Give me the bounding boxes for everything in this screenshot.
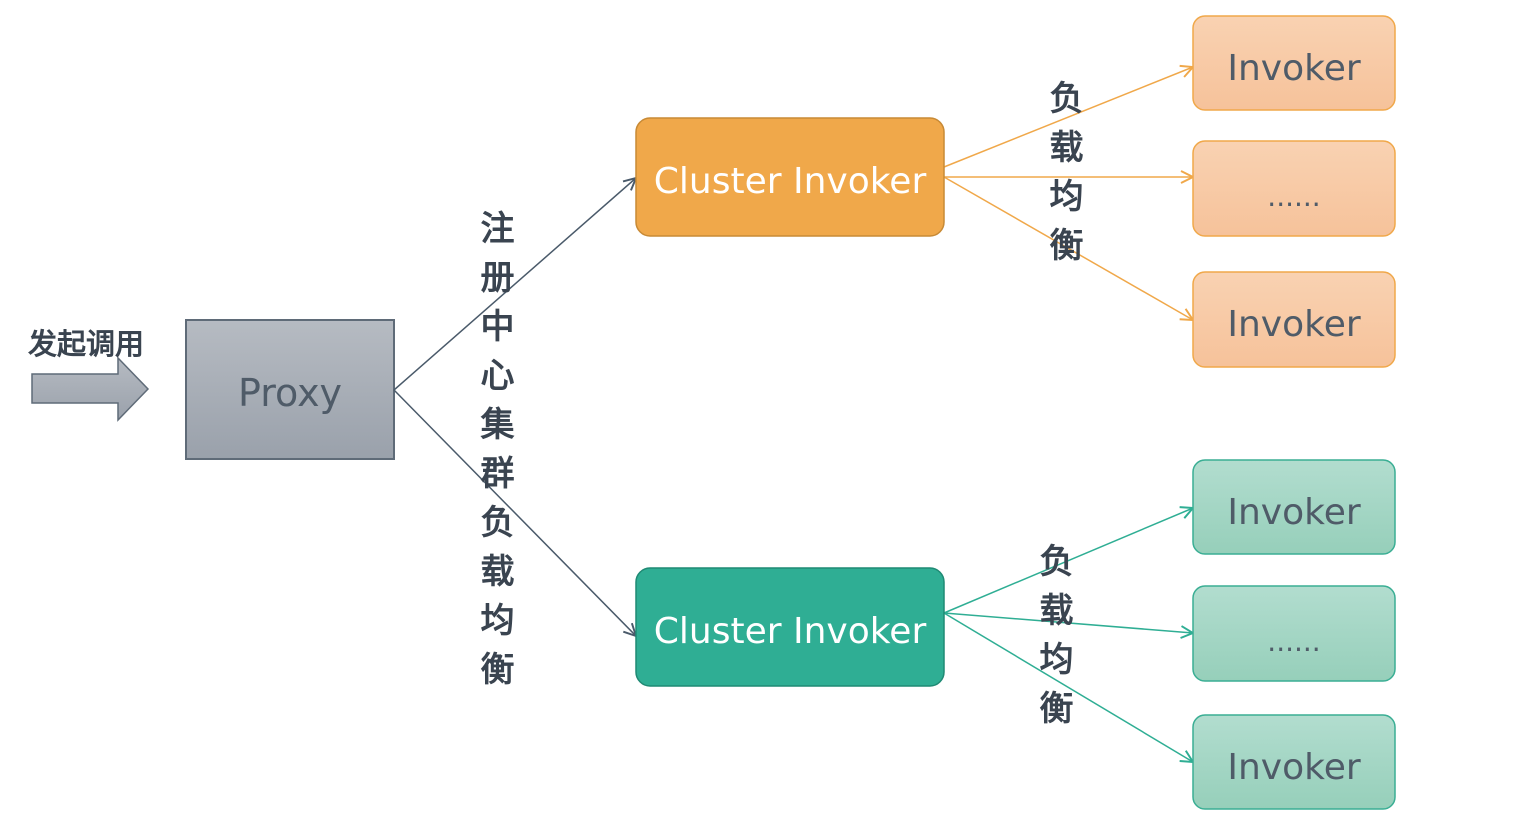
edge-c1-inv3 <box>943 176 1193 320</box>
edge-c2-inv1 <box>943 508 1193 614</box>
invoker-label: Invoker <box>1227 48 1360 89</box>
invoker-label: Invoker <box>1227 304 1360 345</box>
registry-load-balance-label: 注册中心集群负载均衡 <box>474 210 514 700</box>
start-arrow-icon <box>31 356 150 422</box>
invoker-label: ...... <box>1267 180 1320 213</box>
invoker-green-3: Invoker <box>1192 714 1396 810</box>
edge-c2-inv3 <box>943 612 1193 762</box>
edge-proxy-cluster-2 <box>393 389 636 636</box>
edge-proxy-cluster-1 <box>393 178 636 391</box>
proxy-label: Proxy <box>238 371 342 415</box>
load-balance-label-2: 负载均衡 <box>1033 543 1073 739</box>
invoker-label: Invoker <box>1227 492 1360 533</box>
edge-c2-inv2 <box>943 612 1193 633</box>
cluster-label: Cluster Invoker <box>654 611 927 652</box>
invoker-green-1: Invoker <box>1192 459 1396 555</box>
invoker-orange-2: ...... <box>1192 140 1396 237</box>
start-label: 发起调用 <box>27 327 144 361</box>
cluster-invoker-1: Cluster Invoker <box>635 117 945 237</box>
proxy-node: Proxy <box>185 319 395 460</box>
invoker-label: Invoker <box>1227 747 1360 788</box>
invoker-label: ...... <box>1267 625 1320 658</box>
invoker-green-2: ...... <box>1192 585 1396 682</box>
cluster-invoker-2: Cluster Invoker <box>635 567 945 687</box>
load-balance-label-1: 负载均衡 <box>1043 80 1083 276</box>
cluster-label: Cluster Invoker <box>654 161 927 202</box>
invoker-orange-1: Invoker <box>1192 15 1396 111</box>
edge-c1-inv1 <box>943 67 1193 168</box>
invoker-orange-3: Invoker <box>1192 271 1396 368</box>
